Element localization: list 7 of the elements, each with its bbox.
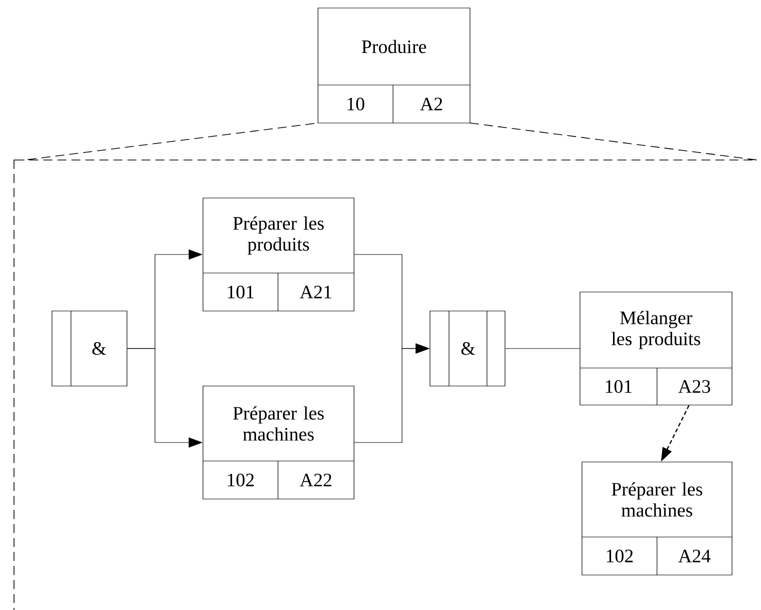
process-box: Préparer les produits 101 A21	[202, 198, 354, 312]
process-box: Préparer les machines 102 A22	[202, 386, 354, 500]
process-box: Produire 10 A2	[318, 8, 470, 124]
process-box: Mélanger les produits 101 A23	[580, 292, 732, 406]
process-box: Préparer les machines 102 A24	[582, 462, 732, 576]
junction-box: &	[430, 310, 506, 386]
junction-box: &	[52, 310, 128, 386]
